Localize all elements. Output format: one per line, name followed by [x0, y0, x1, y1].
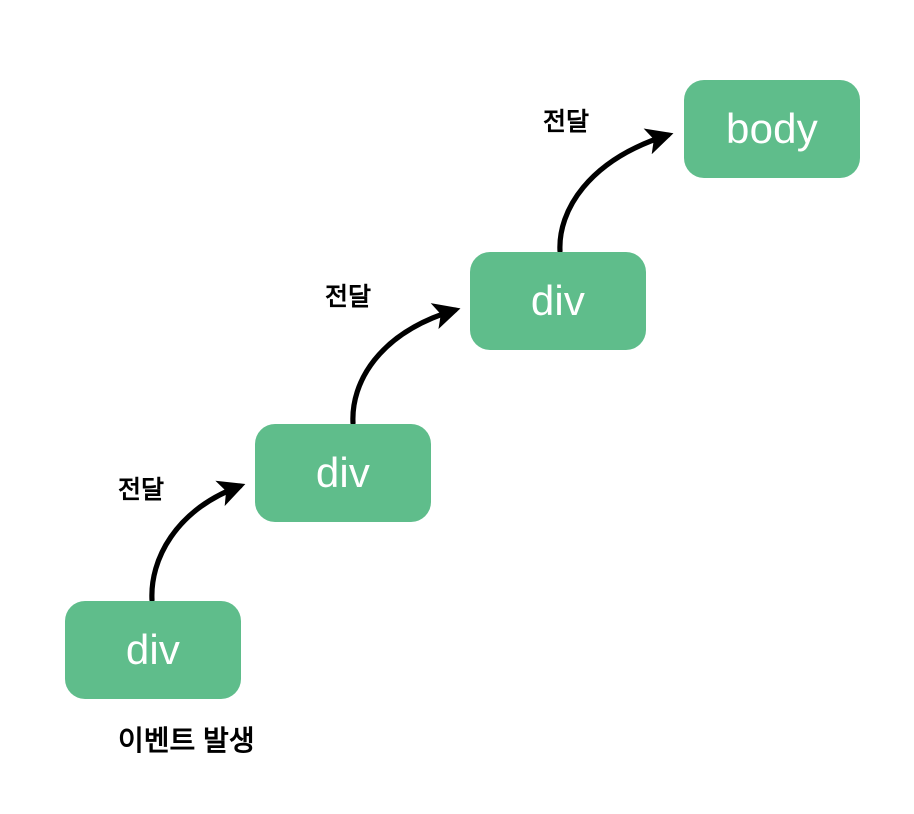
edge-label-1: 전달 [118, 476, 165, 504]
node-label-div-grandparent: div [530, 277, 586, 324]
node-label-div-parent: div [315, 449, 371, 496]
edge-label-3: 전달 [543, 108, 590, 136]
edge-arrow-2 [350, 303, 461, 426]
node-label-body: body [726, 105, 818, 152]
edge-label-2: 전달 [325, 283, 372, 311]
node-div-grandparent[interactable]: div [470, 252, 646, 350]
node-body[interactable]: body [684, 80, 860, 178]
edge-arrow-3 [557, 128, 674, 254]
node-label-div-origin: div [125, 626, 181, 673]
edge-arrow-1 [149, 480, 246, 603]
node-div-origin[interactable]: div [65, 601, 241, 699]
event-origin-caption: 이벤트 발생 [118, 725, 255, 756]
node-div-parent[interactable]: div [255, 424, 431, 522]
